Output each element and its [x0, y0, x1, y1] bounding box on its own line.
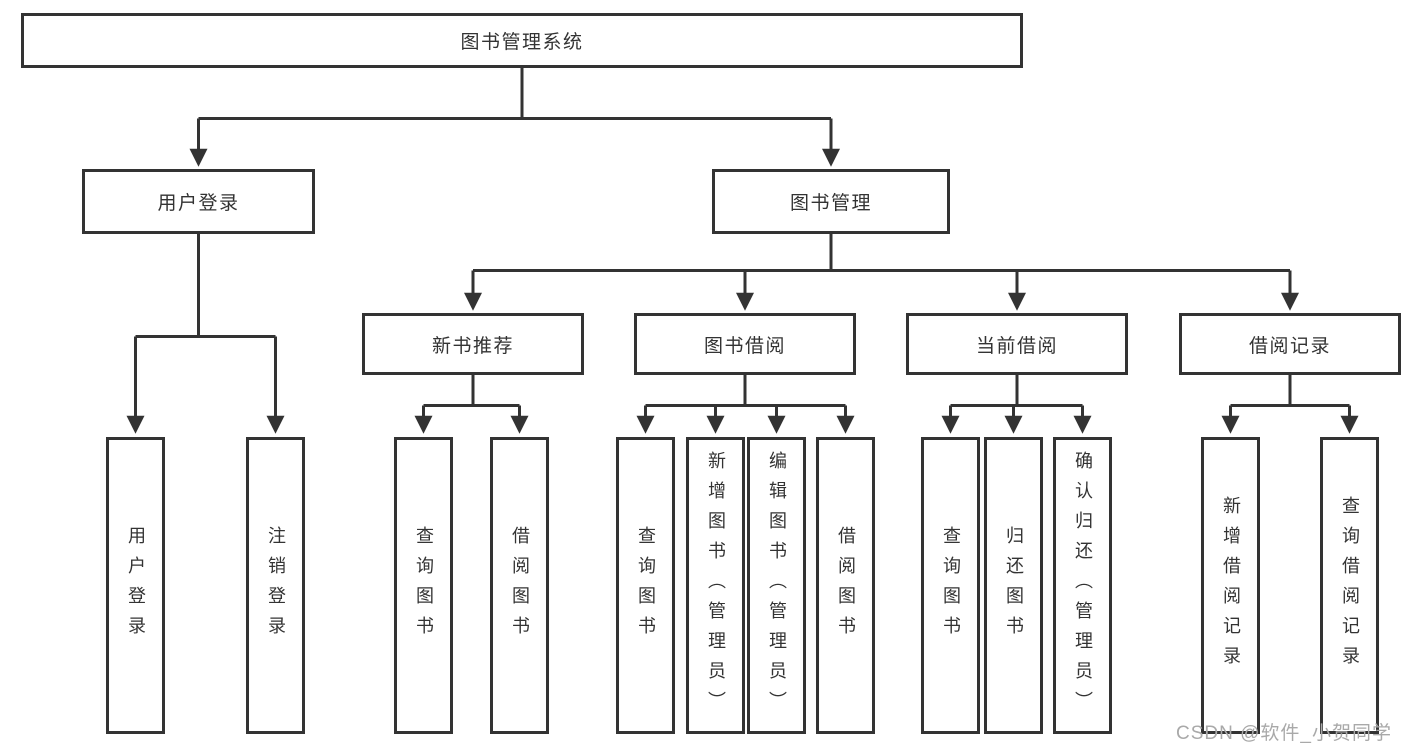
leaf-add-books-admin: 新增图书（管理员） — [686, 437, 745, 734]
borrow-records-connectors — [1221, 373, 1359, 434]
new-book-recommend-connectors — [414, 373, 529, 434]
user-login-connectors — [126, 232, 285, 434]
leaf-edit-books-admin: 编辑图书（管理员） — [747, 437, 806, 734]
leaf-borrow-books-label: 借阅图书 — [835, 525, 856, 646]
leaf-return-books: 归还图书 — [984, 437, 1043, 734]
node-borrow-records-label: 借阅记录 — [1248, 335, 1331, 357]
leaf-confirm-return-admin-label: 确认归还（管理员） — [1072, 450, 1093, 721]
leaf-query-books-recommend: 查询图书 — [394, 437, 453, 734]
leaf-logout: 注销登录 — [246, 437, 305, 734]
leaf-user-login-label: 用户登录 — [125, 525, 146, 646]
node-new-book-recommend: 新书推荐 — [362, 313, 584, 375]
leaf-query-books-recommend-label: 查询图书 — [413, 525, 434, 646]
node-library-system-label: 图书管理系统 — [460, 32, 584, 53]
leaf-query-books-current-label: 查询图书 — [940, 525, 961, 646]
leaf-query-borrow-record: 查询借阅记录 — [1320, 437, 1379, 734]
node-book-borrow: 图书借阅 — [634, 313, 856, 375]
leaf-add-borrow-record-label: 新增借阅记录 — [1220, 495, 1241, 676]
root-connectors — [189, 68, 840, 167]
node-current-borrow: 当前借阅 — [906, 313, 1128, 375]
node-new-book-recommend-label: 新书推荐 — [431, 335, 514, 357]
leaf-edit-books-admin-label: 编辑图书（管理员） — [766, 450, 787, 721]
current-borrow-connectors — [941, 373, 1092, 434]
leaf-borrow-books-recommend: 借阅图书 — [490, 437, 549, 734]
leaf-borrow-books: 借阅图书 — [816, 437, 875, 734]
leaf-return-books-label: 归还图书 — [1003, 525, 1024, 646]
node-book-management: 图书管理 — [712, 169, 950, 234]
node-current-borrow-label: 当前借阅 — [975, 335, 1058, 357]
node-borrow-records: 借阅记录 — [1179, 313, 1401, 375]
leaf-query-books-borrow: 查询图书 — [616, 437, 675, 734]
leaf-add-books-admin-label: 新增图书（管理员） — [705, 450, 726, 721]
leaf-query-borrow-record-label: 查询借阅记录 — [1339, 495, 1360, 676]
node-user-login: 用户登录 — [82, 169, 315, 234]
csdn-watermark: CSDN @软件_小贺同学 — [1176, 723, 1392, 744]
node-library-system: 图书管理系统 — [21, 13, 1023, 68]
leaf-confirm-return-admin: 确认归还（管理员） — [1053, 437, 1112, 734]
leaf-logout-label: 注销登录 — [265, 525, 286, 646]
book-borrow-connectors — [636, 373, 855, 434]
node-book-borrow-label: 图书借阅 — [703, 335, 786, 357]
leaf-add-borrow-record: 新增借阅记录 — [1201, 437, 1260, 734]
leaf-query-books-borrow-label: 查询图书 — [635, 525, 656, 646]
leaf-user-login: 用户登录 — [106, 437, 165, 734]
leaf-query-books-current: 查询图书 — [921, 437, 980, 734]
leaf-borrow-books-recommend-label: 借阅图书 — [509, 525, 530, 646]
node-book-management-label: 图书管理 — [789, 193, 872, 214]
node-user-login-label: 用户登录 — [157, 193, 240, 214]
book-management-connectors — [464, 232, 1299, 311]
